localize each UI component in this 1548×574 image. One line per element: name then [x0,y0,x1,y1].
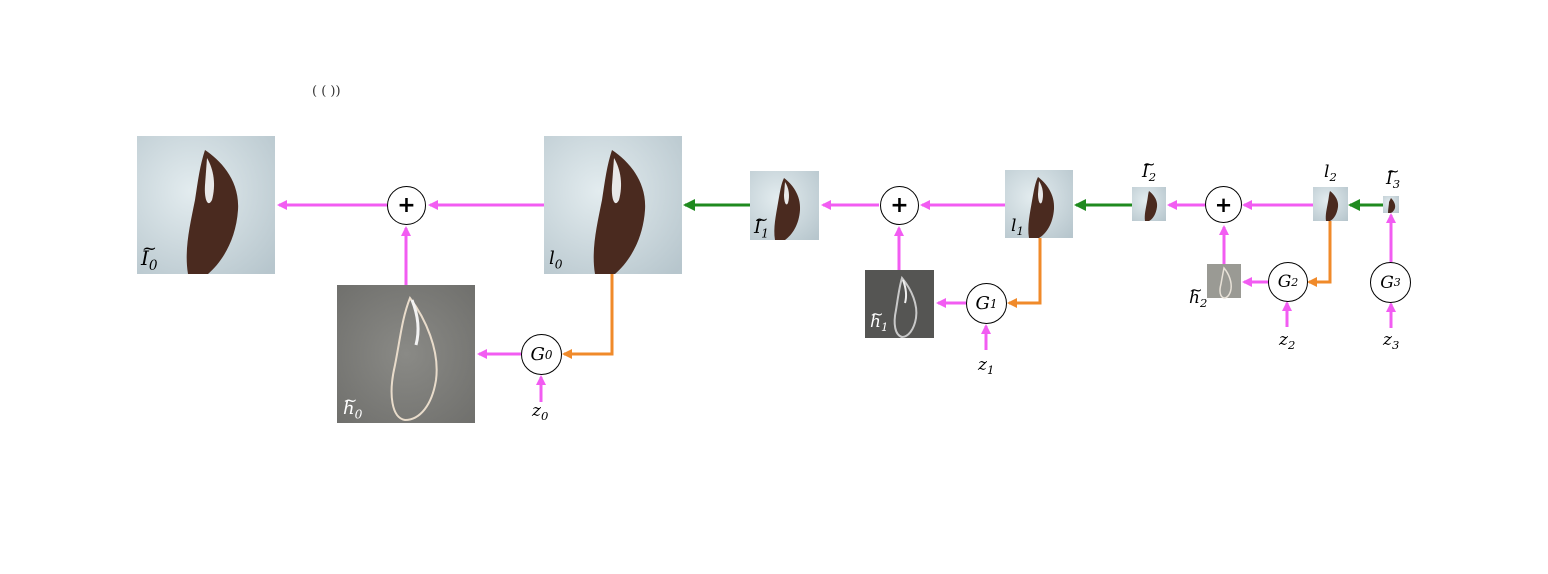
sum-node-1: + [880,186,919,225]
label-I0-tilde: ~I0 [141,237,158,274]
sum-node-0: + [387,186,426,225]
label-h0-tilde: ~h0 [343,390,363,422]
sum-node-2: + [1205,186,1242,223]
label-l1: l1 [1011,216,1024,239]
label-h1-tilde: ~h1 [870,305,889,335]
label-z1: z1 [978,355,995,378]
top-text-fragment: ( ( )) [312,84,341,99]
image-h1-tilde [865,270,934,339]
label-z0: z0 [532,401,549,424]
image-l2 [1313,187,1348,221]
label-l2: l2 [1324,162,1337,185]
image-I2-tilde [1132,187,1166,221]
image-I0-tilde [137,136,275,274]
label-I2-tilde: ~I2 [1142,155,1157,185]
image-h0-tilde [337,285,475,423]
label-h2-tilde: ~h2 [1189,281,1208,311]
image-I3-tilde [1383,196,1399,213]
label-l0: l0 [549,248,563,272]
image-l1 [1005,170,1073,238]
arrow-l0-to-G0 [562,274,614,359]
image-h2-tilde [1207,264,1241,299]
arrow-l1-to-G1 [1007,238,1042,308]
label-I1-tilde: ~I1 [754,209,769,241]
arrow-l2-to-G2 [1307,221,1332,287]
image-l0 [544,136,682,274]
label-z3: z3 [1383,330,1400,353]
label-z2: z2 [1279,330,1296,353]
label-I3-tilde: ~I3 [1386,162,1401,192]
image-I1-tilde [750,171,819,240]
